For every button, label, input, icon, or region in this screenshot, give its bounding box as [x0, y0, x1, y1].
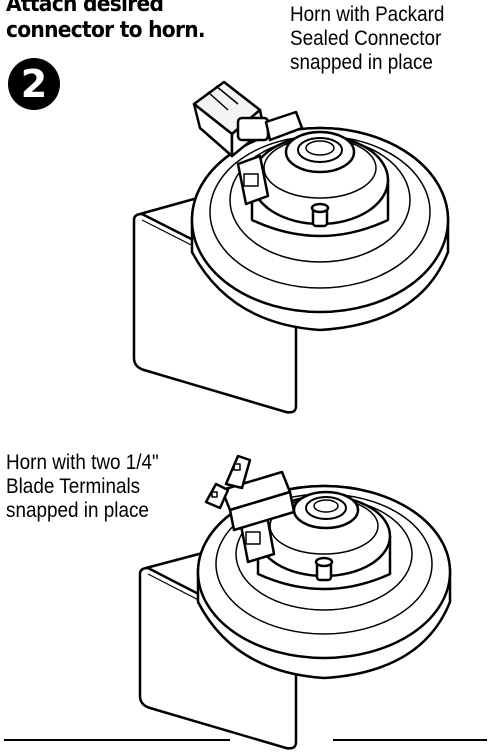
- footer-rule-right: [333, 739, 487, 741]
- footer-rule-left: [4, 739, 230, 741]
- horn-blade-terminal-illustration: [138, 454, 452, 750]
- blade-terminal-caption: Horn with two 1/4" Blade Terminals snapp…: [6, 451, 159, 523]
- packard-caption-line-1: Horn with Packard: [290, 3, 445, 26]
- bracket-plate: [138, 566, 298, 750]
- step-heading-line-1: Attach desired: [6, 0, 164, 17]
- packard-connector-caption: Horn with Packard Sealed Connector snapp…: [290, 3, 444, 75]
- blade-caption-line-2: Blade Terminals: [6, 475, 141, 498]
- blade-terminals: [204, 454, 296, 532]
- step-heading: Attach desired connector to horn.: [6, 0, 236, 44]
- blade-caption-line-1: Horn with two 1/4": [6, 451, 159, 474]
- bracket-plate: [132, 212, 298, 414]
- packard-caption-line-2: Sealed Connector: [290, 27, 442, 50]
- packard-caption-line-3: snapped in place: [290, 51, 433, 74]
- step-heading-line-2: connector to horn.: [6, 18, 206, 43]
- horn-packard-connector-illustration: [132, 80, 450, 414]
- step-number-badge: 2: [8, 58, 60, 110]
- blade-caption-line-3: snapped in place: [6, 499, 149, 522]
- packard-connector: [192, 80, 304, 158]
